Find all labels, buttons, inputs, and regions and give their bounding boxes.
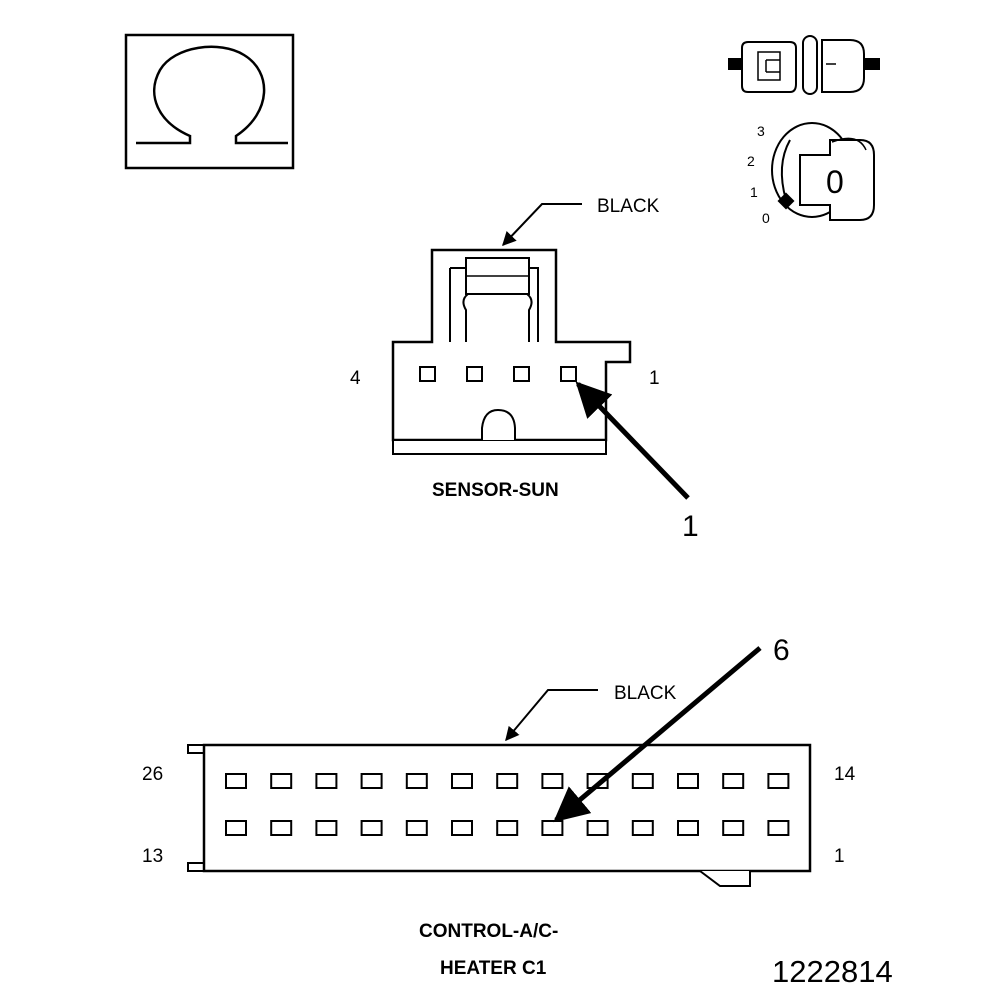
- sensor-sun-cavity: [513, 366, 530, 382]
- control-heater-cavity: [405, 773, 428, 789]
- control-heater-bottom-right: 1: [834, 846, 845, 867]
- control-heater-cavity: [541, 773, 564, 789]
- control-heater-connector: [187, 743, 812, 887]
- control-heater-cavity: [767, 773, 790, 789]
- control-heater-cavity: [451, 773, 473, 789]
- control-heater-cavity: [360, 773, 383, 789]
- sensor-sun-callout: 1: [682, 510, 699, 543]
- control-heater-cavity: [315, 773, 338, 789]
- figure-number: 1222814: [772, 954, 893, 989]
- sensor-sun-pin-left: 4: [350, 368, 361, 389]
- sensor-sun-callout-arrow: [575, 381, 690, 500]
- sensor-sun-cavity: [466, 366, 483, 382]
- sensor-sun-connector: [391, 248, 632, 455]
- sensor-sun-color-leader: [502, 203, 582, 247]
- control-heater-cavity: [631, 820, 654, 836]
- control-heater-callout: 6: [773, 634, 790, 667]
- control-heater-cavity: [405, 820, 428, 836]
- control-heater-cavity: [360, 820, 383, 836]
- control-heater-cavity: [270, 820, 293, 836]
- control-heater-cavity: [315, 820, 338, 836]
- control-heater-cavity: [225, 773, 247, 789]
- sensor-sun-cavity: [419, 366, 436, 382]
- control-heater-cavity: [586, 820, 609, 836]
- control-heater-name-line1: CONTROL-A/C-: [419, 921, 558, 942]
- sensor-sun-color-label: BLACK: [597, 196, 660, 217]
- ignition-position-0: 0: [762, 210, 770, 226]
- connector-disconnected-icon: [728, 35, 880, 95]
- sensor-sun-cavities: [419, 366, 577, 382]
- control-heater-cavity: [496, 820, 519, 836]
- control-heater-cavity: [496, 773, 519, 789]
- control-heater-cavity: [722, 820, 745, 836]
- control-heater-cavity: [451, 820, 473, 836]
- sensor-sun-pin-right: 1: [649, 368, 660, 389]
- control-heater-color-label: BLACK: [614, 683, 677, 704]
- ignition-key-icon: 3 2 1 0 0: [747, 122, 875, 226]
- ignition-position-2: 2: [747, 153, 755, 169]
- ignition-position-3: 3: [757, 123, 765, 139]
- control-heater-cavity: [541, 820, 564, 836]
- control-heater-color-leader: [505, 689, 598, 742]
- ohm-symbol-icon: [124, 33, 295, 170]
- control-heater-top-left: 26: [142, 764, 163, 785]
- control-heater-cavity: [631, 773, 654, 789]
- control-heater-top-right: 14: [834, 764, 856, 785]
- control-heater-cavity: [225, 820, 247, 836]
- control-heater-cavity: [722, 773, 745, 789]
- ignition-key-label: 0: [826, 164, 844, 200]
- control-heater-cavity: [677, 820, 699, 836]
- sensor-sun-cavity: [560, 366, 577, 382]
- sensor-sun-name: SENSOR-SUN: [432, 480, 559, 501]
- control-heater-cavity: [677, 773, 699, 789]
- control-heater-cavity: [767, 820, 790, 836]
- control-heater-name-line2: HEATER C1: [440, 958, 547, 979]
- control-heater-cavity: [270, 773, 293, 789]
- control-heater-bottom-left: 13: [142, 846, 163, 867]
- ignition-position-1: 1: [750, 184, 758, 200]
- control-heater-callout-arrow: [553, 646, 762, 823]
